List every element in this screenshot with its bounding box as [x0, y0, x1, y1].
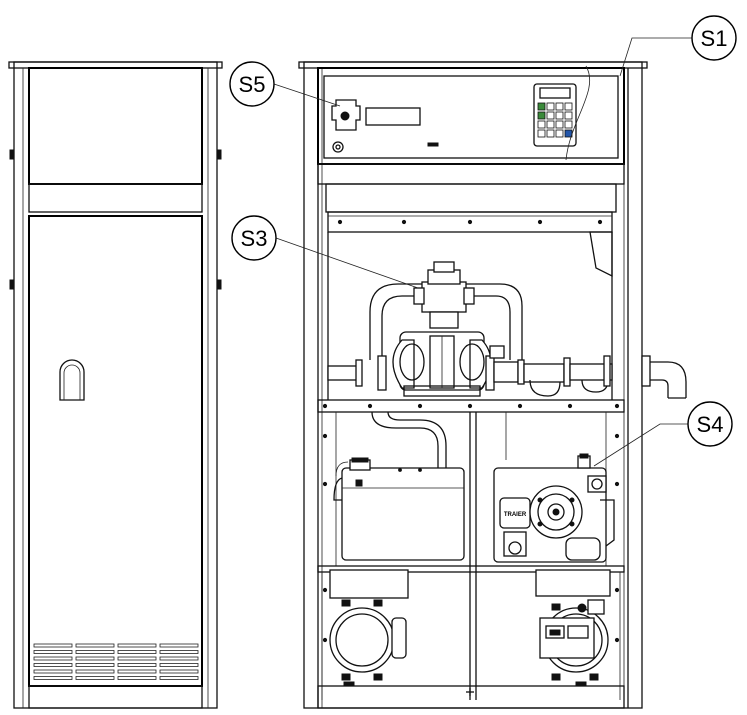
vent-slot	[117, 669, 157, 674]
motor-left	[329, 569, 409, 687]
keypad-key[interactable]	[546, 120, 555, 129]
vent-slot	[159, 643, 199, 648]
price-display	[365, 107, 421, 126]
keypad-key[interactable]	[537, 129, 546, 138]
front-door[interactable]	[28, 215, 203, 687]
keypad-key[interactable]	[537, 102, 546, 111]
vent-slot	[159, 676, 199, 680]
filter-tank	[333, 457, 465, 561]
s5-control-module	[331, 99, 361, 153]
keypad-key[interactable]	[537, 111, 546, 120]
vent-slot	[117, 643, 157, 648]
keypad-key[interactable]	[546, 102, 555, 111]
vent-slot	[159, 656, 199, 661]
callout-s1-label: S1	[701, 26, 728, 51]
s4-pump-unit: TRAIER	[493, 453, 615, 563]
handle-icon[interactable]	[59, 359, 85, 401]
vent-slot	[117, 663, 157, 667]
keypad-key[interactable]	[546, 129, 555, 138]
vent-slot	[75, 650, 115, 654]
keypad-key[interactable]	[555, 102, 564, 111]
vent-slot	[117, 656, 157, 661]
ventilation-grille	[33, 643, 199, 680]
vent-slot	[75, 643, 115, 648]
vent-slot	[75, 656, 115, 661]
pump-nameplate-text: TRAIER	[504, 512, 527, 518]
vent-slot	[33, 643, 73, 648]
keypad-key[interactable]	[537, 120, 546, 129]
keypad-key[interactable]	[546, 111, 555, 120]
keypad-icon[interactable]	[533, 83, 577, 147]
vent-slot	[75, 663, 115, 667]
vent-slot	[117, 676, 157, 680]
keypad-key[interactable]	[555, 129, 564, 138]
external-outlet-pipe	[641, 355, 687, 399]
callout-s4-label: S4	[697, 412, 724, 437]
s3-meter-assembly	[327, 261, 613, 397]
centre-mark-icon	[466, 688, 474, 696]
vent-slot	[33, 656, 73, 661]
vent-slot	[159, 669, 199, 674]
callout-s4: S4	[593, 401, 733, 467]
display-panel-cover	[28, 67, 203, 185]
vent-slot	[33, 676, 73, 680]
keypad-key[interactable]	[564, 120, 573, 129]
closed-cabinet-view	[8, 61, 223, 709]
open-cabinet-view: TRAIER	[298, 61, 687, 709]
keypad-key[interactable]	[564, 102, 573, 111]
middle-shelf	[317, 399, 625, 413]
vent-slot	[75, 669, 115, 674]
callout-s1: S1	[619, 15, 737, 77]
callout-s5: S5	[229, 61, 341, 107]
electronics-head	[317, 67, 625, 165]
keypad-key[interactable]	[555, 120, 564, 129]
vent-slot	[33, 650, 73, 654]
callout-s5-label: S5	[239, 72, 266, 97]
keypad-key[interactable]	[564, 111, 573, 120]
vent-slot	[159, 650, 199, 654]
vent-slot	[159, 663, 199, 667]
vent-slot	[117, 650, 157, 654]
vent-slot	[75, 676, 115, 680]
motor-right	[535, 569, 611, 681]
vent-slot	[33, 669, 73, 674]
vent-slot	[33, 663, 73, 667]
callout-s3: S3	[231, 215, 419, 289]
keypad-key[interactable]	[555, 111, 564, 120]
callout-s3-label: S3	[241, 226, 268, 251]
